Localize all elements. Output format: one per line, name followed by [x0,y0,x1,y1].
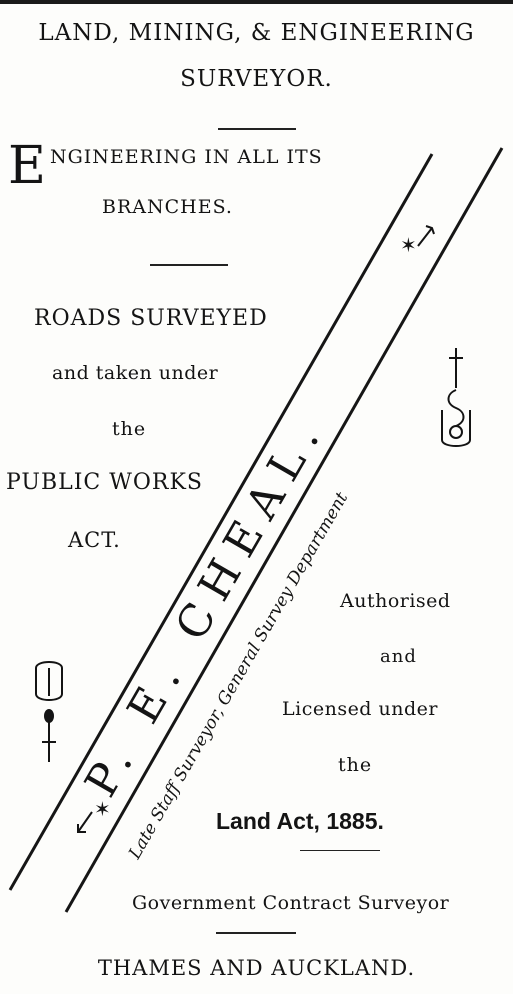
location-line: THAMES AND AUCKLAND. [97,956,416,980]
authorised-line-4: the [338,754,373,776]
divider [218,128,296,130]
engineering-line-2: BRANCHES. [102,196,233,218]
land-act-heading: Land Act, 1885. [216,808,384,834]
drop-cap: E [8,136,46,196]
roads-line-3: the [112,418,147,440]
svg-text:✶: ✶ [94,797,111,821]
divider [216,932,296,934]
header-line-1: LAND, MINING, & ENGINEERING [38,20,475,46]
roads-line-4: PUBLIC WORKS [6,470,203,495]
roads-line-2: and taken under [52,362,219,384]
cross-flourish-icon [441,348,471,447]
header-line-2: SURVEYOR. [180,66,333,92]
top-border [0,0,513,4]
roads-line-5: ACT. [68,528,121,552]
band-star-top: ✶ [400,225,435,257]
cross-flourish-icon [35,661,63,762]
authorised-line-3: Licensed under [282,698,438,720]
band-star-bottom: ✶ [77,797,111,833]
engineering-line-1: NGINEERING IN ALL ITS [50,146,323,168]
svg-text:✶: ✶ [400,233,417,257]
divider [300,850,380,851]
band-border-left [8,153,434,891]
divider [150,264,228,266]
band-border-right [64,147,504,913]
contract-line: Government Contract Surveyor [132,892,450,914]
authorised-line-2: and [380,646,417,667]
roads-line-1: ROADS SURVEYED [34,306,268,331]
authorised-line-1: Authorised [340,590,451,612]
